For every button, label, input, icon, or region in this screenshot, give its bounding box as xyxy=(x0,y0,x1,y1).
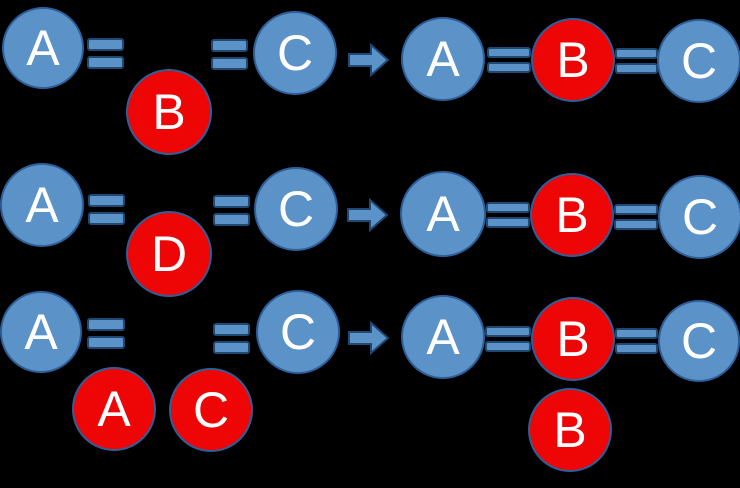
link-bar xyxy=(213,213,250,226)
link-bars-icon xyxy=(88,194,125,225)
node-a-blue: A xyxy=(401,17,485,101)
link-bar xyxy=(487,62,531,73)
link-bar xyxy=(211,57,248,70)
link-bar xyxy=(485,326,531,337)
link-bar xyxy=(486,202,530,213)
node-c-red: C xyxy=(169,368,253,452)
node-b-red: B xyxy=(126,69,212,155)
link-bar xyxy=(211,39,248,52)
node-c-blue: C xyxy=(657,19,740,103)
link-bars-icon xyxy=(614,204,658,230)
link-bar xyxy=(213,341,250,354)
link-bar xyxy=(87,336,125,349)
node-a-blue: A xyxy=(0,291,82,373)
link-bar xyxy=(213,323,250,336)
node-a-blue: A xyxy=(401,295,485,379)
link-bar xyxy=(87,56,124,69)
link-bar xyxy=(213,195,250,208)
link-bars-icon xyxy=(213,323,250,354)
link-bars-icon xyxy=(486,202,530,228)
node-a-blue: A xyxy=(2,7,84,89)
link-bar xyxy=(87,38,124,51)
link-bars-icon xyxy=(615,328,658,354)
node-d-red: D xyxy=(126,211,212,297)
node-c-blue: C xyxy=(658,175,740,259)
link-bar xyxy=(487,47,531,58)
link-bars-icon xyxy=(213,195,250,226)
node-b-red: B xyxy=(531,18,615,102)
link-bar xyxy=(614,219,658,230)
link-bars-icon xyxy=(211,39,248,70)
link-bars-icon xyxy=(487,47,531,73)
transform-arrow-icon xyxy=(347,198,389,232)
link-bar xyxy=(486,217,530,228)
node-a-blue: A xyxy=(400,171,486,257)
link-bars-icon xyxy=(87,318,125,349)
link-bar xyxy=(485,341,531,352)
link-bar xyxy=(615,48,658,59)
link-bars-icon xyxy=(485,326,531,352)
node-b-red: B xyxy=(531,297,615,381)
link-bars-icon xyxy=(615,48,658,74)
link-bar xyxy=(615,328,658,339)
transform-arrow-icon xyxy=(348,321,390,355)
link-bars-icon xyxy=(87,38,124,69)
node-c-blue: C xyxy=(256,290,340,374)
link-bar xyxy=(88,194,125,207)
node-a-red: A xyxy=(72,367,156,451)
transform-arrow-icon xyxy=(348,43,390,77)
node-b-red: B xyxy=(530,173,614,257)
node-c-blue: C xyxy=(253,11,337,95)
node-a-blue: A xyxy=(0,163,84,247)
link-bar xyxy=(88,212,125,225)
link-bar xyxy=(87,318,125,331)
link-bar xyxy=(615,343,658,354)
node-c-blue: C xyxy=(254,167,338,251)
link-bar xyxy=(615,63,658,74)
node-c-blue: C xyxy=(658,300,740,382)
link-bar xyxy=(614,204,658,215)
node-b-red: B xyxy=(528,388,612,472)
